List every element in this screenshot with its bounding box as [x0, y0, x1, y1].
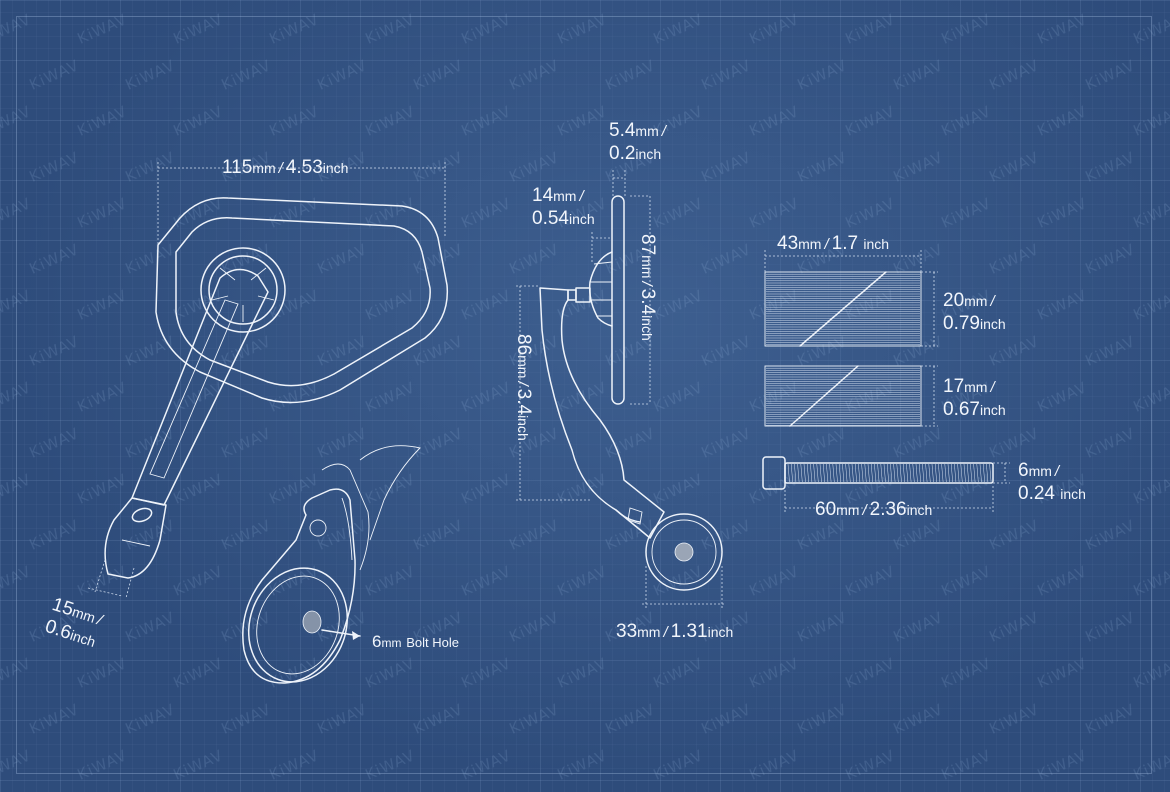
thread-line — [925, 463, 928, 483]
thread-line — [960, 463, 963, 483]
thread-line — [915, 463, 918, 483]
dim-glass-thickness: 5.4mm/ 0.2inch — [609, 120, 666, 164]
thread-line — [954, 463, 957, 483]
thread-line — [899, 463, 902, 483]
thread-line — [941, 463, 944, 483]
thread-line — [902, 463, 905, 483]
thread-line — [826, 463, 829, 483]
thread-line — [931, 463, 934, 483]
thread-line — [803, 463, 806, 483]
thread-line — [982, 463, 985, 483]
thread-line — [864, 463, 867, 483]
thread-line — [842, 463, 845, 483]
dim-joint-offset: 14mm/ 0.54inch — [532, 185, 595, 229]
thread-line — [806, 463, 809, 483]
dim-mirror-width: 115mm/4.53inch — [222, 157, 349, 178]
thread-line — [874, 463, 877, 483]
thread-line — [976, 463, 979, 483]
thread-line — [787, 463, 790, 483]
dim-spacer-length: 43mm/1.7 inch — [777, 233, 890, 254]
thread-line — [896, 463, 899, 483]
thread-line — [832, 463, 835, 483]
thread-line — [883, 463, 886, 483]
thread-line — [893, 463, 896, 483]
thread-line — [970, 463, 973, 483]
thread-line — [918, 463, 921, 483]
thread-line — [794, 463, 797, 483]
dim-mirror-height: 87mm/3.4inch — [637, 234, 658, 341]
thread-line — [829, 463, 832, 483]
thread-line — [963, 463, 966, 483]
thread-line — [934, 463, 937, 483]
thread-line — [909, 463, 912, 483]
dimension-lines-middle — [516, 170, 724, 610]
thread-line — [867, 463, 870, 483]
mirror-side-view — [539, 195, 723, 591]
thread-line — [973, 463, 976, 483]
bolt-hole-note: 6mm Bolt Hole — [372, 632, 459, 651]
thread-line — [989, 463, 992, 483]
thread-line — [947, 463, 950, 483]
dim-bolt-length: 60mm/2.36inch — [815, 499, 933, 520]
thread-line — [800, 463, 803, 483]
thread-line — [819, 463, 822, 483]
thread-line — [938, 463, 941, 483]
spacer-a — [764, 271, 922, 347]
spacer-b — [764, 365, 922, 427]
dim-clamp-width: 33mm/1.31inch — [616, 621, 734, 642]
bolt — [762, 456, 994, 490]
thread-line — [880, 463, 883, 483]
thread-line — [890, 463, 893, 483]
thread-line — [950, 463, 953, 483]
thread-line — [851, 463, 854, 483]
thread-line — [838, 463, 841, 483]
thread-line — [790, 463, 793, 483]
clamp-perspective-view — [242, 445, 421, 684]
thread-line — [813, 463, 816, 483]
dim-spacer-b: 17mm/ 0.67inch — [943, 376, 1006, 420]
dim-spacer-a: 20mm/ 0.79inch — [943, 290, 1006, 334]
thread-line — [966, 463, 969, 483]
thread-line — [810, 463, 813, 483]
thread-line — [957, 463, 960, 483]
thread-line — [922, 463, 925, 483]
thread-line — [928, 463, 931, 483]
thread-line — [877, 463, 880, 483]
dimension-lines-left — [87, 162, 446, 599]
thread-line — [912, 463, 915, 483]
thread-line — [870, 463, 873, 483]
thread-line — [835, 463, 838, 483]
blueprint-frame — [16, 16, 1152, 774]
dim-bolt-diameter: 6mm/ 0.24 inch — [1018, 460, 1086, 504]
thread-line — [854, 463, 857, 483]
thread-line — [845, 463, 848, 483]
thread-line — [797, 463, 800, 483]
thread-line — [944, 463, 947, 483]
thread-line — [822, 463, 825, 483]
thread-line — [858, 463, 861, 483]
thread-line — [816, 463, 819, 483]
thread-line — [886, 463, 889, 483]
mirror-front-view — [104, 197, 449, 579]
thread-line — [986, 463, 989, 483]
dimension-lines-right — [764, 250, 1010, 514]
thread-line — [861, 463, 864, 483]
thread-line — [848, 463, 851, 483]
thread-line — [979, 463, 982, 483]
thread-line — [906, 463, 909, 483]
dim-arm-height: 86mm/3.4inch — [513, 334, 534, 441]
